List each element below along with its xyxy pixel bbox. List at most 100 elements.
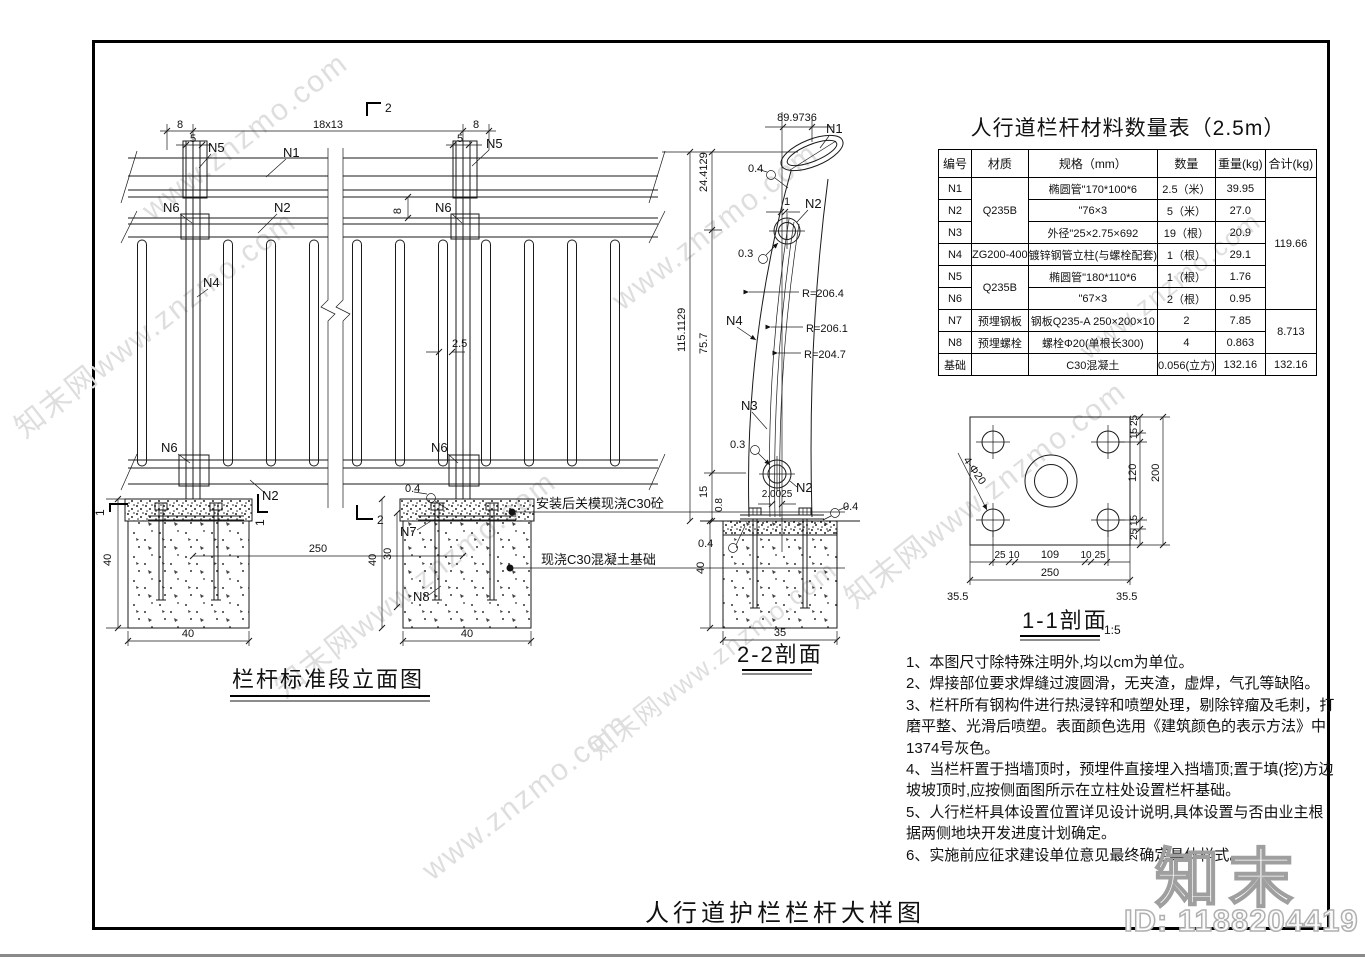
dim-1: 1 <box>784 196 790 208</box>
dim-115: 115.1129 <box>676 308 688 352</box>
label-n1-22: N1 <box>826 121 843 136</box>
dim-e25-bot: 25 <box>1129 528 1140 540</box>
cell-weight: 132.16 <box>1214 353 1266 376</box>
table-row: N8 预埋螺栓 螺栓Φ20(单根长300) 4 0.863 <box>938 331 1317 354</box>
table-row: 基础 C30混凝土 0.056(立方) 132.16 132.16 <box>938 353 1317 376</box>
radius-2: R=206.1 <box>806 323 848 335</box>
dim-b25-l: 25 <box>994 550 1006 561</box>
cell-spec: "67×3 <box>1027 287 1158 310</box>
dim-5-right: 5 <box>457 133 463 145</box>
cell-qty: 0.056(立方) <box>1156 353 1216 376</box>
radius-1: R=206.4 <box>802 288 844 300</box>
note-item: 6、实施前应征求建设单位意见最终确定具体样式。 <box>906 846 1245 864</box>
cell-no: N4 <box>938 243 972 266</box>
col-material: 材质 <box>971 149 1029 178</box>
table-row: N7 预埋钢板 钢板Q235-A 250×200×10 2 7.85 8.713 <box>938 309 1317 354</box>
section1-mark-left: 1 <box>93 509 107 516</box>
dim-weld-04: 0.4 <box>405 483 420 495</box>
elevation-view: 8 18x13 8 5 5 2 2 N5 N5 N1 N2 N6 N6 N4 N… <box>93 101 845 702</box>
dim-355-r: 35.5 <box>1116 591 1137 603</box>
cell-spec: 椭圆管"180*110*6 <box>1027 265 1158 288</box>
table-row: N1 Q235B 椭圆管"170*100*6 2.5（米） 39.95 119.… <box>938 177 1317 310</box>
foundation-right <box>399 498 535 629</box>
note-item: 2、焊接部位要求焊缝过渡圆滑，无夹渣，虚焊，气孔等缺陷。 <box>906 675 1320 693</box>
table-row: N6 "67×3 2（根） 0.95 <box>938 287 1317 310</box>
dim-e15-top: 15 <box>1129 427 1140 439</box>
cell-material: Q235B <box>971 265 1029 310</box>
foundation-dims: 40 40 40 250 30 40 <box>102 495 535 646</box>
label-n2-lower: N2 <box>796 480 813 495</box>
section2-mark-bottom: 2 <box>377 513 384 527</box>
dim-picket-width: 2.5 <box>452 338 467 350</box>
callout-cast-strip: 安装后关模现浇C30砼 <box>536 496 664 511</box>
cell-material: Q235B <box>971 177 1029 244</box>
watermark-id: ID: 1188204419 <box>1123 902 1359 939</box>
cell-total: 132.16 <box>1264 353 1317 376</box>
col-no: 编号 <box>938 149 972 178</box>
dim-03-upper: 0.3 <box>738 248 753 260</box>
dim-b25-r: 25 <box>1094 550 1106 561</box>
cell-weight: 1.76 <box>1214 265 1266 288</box>
label-n2: N2 <box>274 200 291 215</box>
label-n2-bottom: N2 <box>262 488 279 503</box>
dim-30: 30 <box>382 548 394 560</box>
dim-rail-gap: 8 <box>392 208 404 214</box>
cell-material: 预埋钢板 <box>971 309 1029 332</box>
table-row: N5 Q235B 椭圆管"180*110*6 1（根） 1.76 <box>938 265 1317 310</box>
label-n8: N8 <box>413 589 430 604</box>
dim-40-right-v: 40 <box>367 554 379 566</box>
dim-35: 35 <box>774 627 786 639</box>
dim-200: 200 <box>1150 464 1162 482</box>
drawing-border <box>92 40 1330 930</box>
cell-qty: 1（根） <box>1156 265 1216 288</box>
label-n4-22: N4 <box>726 313 743 328</box>
dim-plate-08: 0.8 <box>714 498 725 512</box>
dim-20025: 2.0025 <box>762 489 793 500</box>
dim-03-lower: 0.3 <box>730 439 745 451</box>
table-row: N4 ZG200-400 镀锌钢管立柱(与螺栓配套) 1（根） 29.1 <box>938 243 1317 266</box>
dim-b10-r: 10 <box>1080 550 1092 561</box>
cell-spec: 钢板Q235-A 250×200×10 <box>1027 309 1158 332</box>
cell-no: N5 <box>938 265 972 288</box>
section2-mark-top: 2 <box>385 101 392 115</box>
label-n5-right: N5 <box>486 136 503 151</box>
col-spec: 规格（mm） <box>1027 149 1158 178</box>
material-table: 编号 材质 规格（mm） 数量 重量(kg) 合计(kg) N1 Q235B 椭… <box>938 149 1317 376</box>
foundation-left <box>124 498 253 629</box>
label-n5-left: N5 <box>208 140 225 155</box>
drawing-title: 人行道护栏栏杆大样图 <box>645 900 925 927</box>
dim-250: 250 <box>309 543 327 555</box>
label-n6-bl: N6 <box>161 440 178 455</box>
cell-spec: 椭圆管"170*100*6 <box>1027 177 1158 200</box>
col-qty: 数量 <box>1156 149 1216 178</box>
cell-no: N8 <box>938 331 972 354</box>
cell-qty: 2.5（米） <box>1156 177 1216 200</box>
dim-40-22: 40 <box>695 562 707 574</box>
dim-e25-top: 25 <box>1129 414 1140 426</box>
label-n7: N7 <box>400 524 417 539</box>
label-n4: N4 <box>203 275 220 290</box>
section-2-2: 115.1129 24.4129 75.7 15 89.9736 N1 0.4 … <box>662 112 860 675</box>
table-title: 人行道栏杆材料数量表（2.5m） <box>970 117 1286 140</box>
dim-8-right: 8 <box>473 119 479 131</box>
note-item: 4、当栏杆置于挡墙顶时，预埋件直接埋入挡墙顶;置于填(挖)方边坡坡顶时,应按侧面… <box>906 761 1334 800</box>
section11-scale: 1:5 <box>1104 623 1121 637</box>
dim-8-left: 8 <box>177 119 183 131</box>
dim-355-l: 35.5 <box>947 591 968 603</box>
znzmo-logo: 知末 <box>1154 842 1303 916</box>
label-holes: 4-Φ20 <box>961 455 988 487</box>
cell-no: N2 <box>938 199 972 222</box>
note-item: 1、本图尺寸除特殊注明外,均以cm为单位。 <box>906 654 1194 671</box>
label-n3-22: N3 <box>741 398 758 413</box>
cell-spec: 外径"25×2.75×692 <box>1027 221 1158 244</box>
table-header-row: 编号 材质 规格（mm） 数量 重量(kg) 合计(kg) <box>938 149 1317 178</box>
page-bottom-divider <box>0 954 1365 957</box>
cell-material <box>971 353 1029 376</box>
cell-weight: 7.85 <box>1214 309 1266 332</box>
cell-weight: 29.1 <box>1214 243 1266 266</box>
label-n6-br: N6 <box>431 440 448 455</box>
label-n1: N1 <box>283 145 300 160</box>
cell-qty: 2 <box>1156 309 1216 332</box>
dim-899736: 89.9736 <box>777 112 817 124</box>
